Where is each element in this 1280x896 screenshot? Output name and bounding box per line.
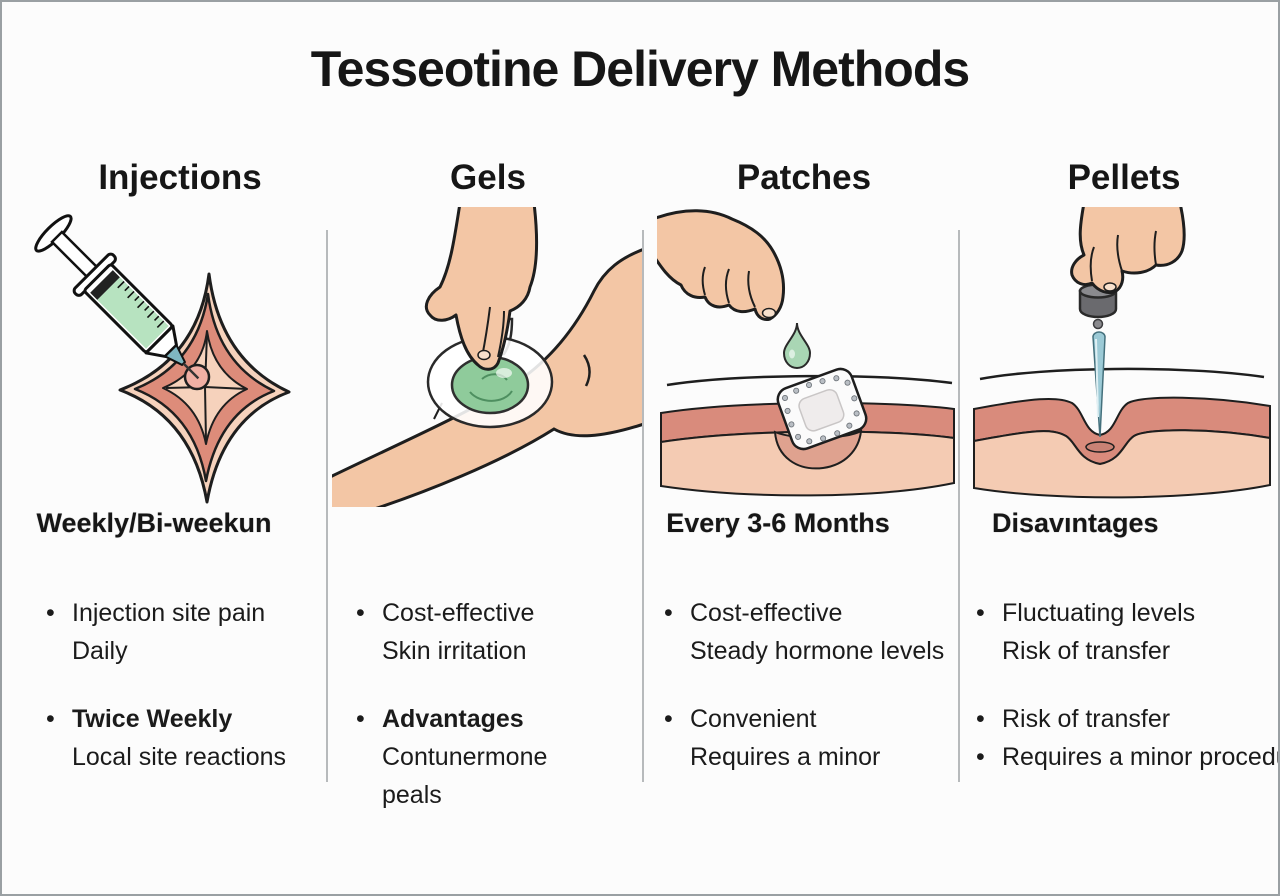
page-title: Tesseotine Delivery Methods [310, 41, 970, 97]
inserter-needle [1092, 331, 1106, 438]
gel-application-illustration [332, 207, 642, 507]
hand [424, 207, 539, 371]
skin-cross-section [973, 367, 1271, 499]
pellet [1092, 318, 1104, 330]
bullet-text: Twice Weekly [72, 705, 233, 733]
bullet-text: Skin irritation [382, 637, 527, 665]
bullet-text: Cost-effective [382, 599, 535, 627]
gel-application-illustration-svg [332, 207, 642, 507]
bullet-item: • Cost-effective Skin irritation [356, 594, 652, 670]
muscle-cross-section [118, 272, 291, 504]
bullet-list: • Cost-effective Steady hormone levels •… [664, 594, 968, 806]
bullet-dot: • [356, 705, 365, 733]
bullet-text: Cost-effective [690, 599, 843, 627]
patch [776, 367, 868, 451]
bullet-item: • Risk of transfer [976, 700, 1278, 738]
column-header-gels: Gels [450, 158, 526, 197]
syringe-into-muscle-illustration-svg [34, 214, 291, 504]
bullet-text: Steady hormone levels [690, 637, 945, 665]
bullet-dot: • [976, 599, 985, 627]
fingernail [1103, 282, 1117, 292]
bullet-item: • Injection site pain Daily [46, 594, 336, 670]
bullet-item: • Convenient Requires a minor [664, 700, 968, 776]
column-divider [642, 230, 644, 782]
bullet-item: • Fluctuating levels Risk of transfer [976, 594, 1278, 670]
bullet-item: • Cost-effective Steady hormone levels [664, 594, 968, 670]
hand [1070, 207, 1186, 295]
bullet-list: • Injection site pain Daily • Twice Week… [46, 594, 336, 806]
bullet-list: • Cost-effective Skin irritation • Advan… [356, 594, 652, 844]
bullet-item: • Twice Weekly Local site reactions [46, 700, 336, 776]
column-patches: Patches [650, 2, 958, 894]
column-pellets: Pellets [966, 2, 1278, 894]
column-header-injections: Injections [98, 158, 262, 197]
column-injections: Injections [34, 2, 326, 894]
bullet-dot: • [356, 599, 365, 627]
bullet-dot: • [664, 599, 673, 627]
patch-illustration-svg [657, 209, 955, 497]
gel-blob [450, 355, 530, 415]
bullet-list: • Fluctuating levels Risk of transfer • … [976, 594, 1278, 806]
column-header-patches: Patches [736, 158, 872, 197]
column-subheading: Every 3-6 Months [666, 508, 890, 538]
bullet-text: Advantages [382, 705, 524, 733]
column-divider [326, 230, 328, 782]
column-subheading: Disavıntages [992, 508, 1159, 538]
fingernail [477, 349, 491, 361]
bullet-text: Local site reactions [72, 743, 287, 771]
fingernail [761, 307, 777, 319]
patch-illustration [657, 207, 957, 507]
column-subheading: Weekly/Bi-weekun [36, 508, 272, 538]
column-header-pellets: Pellets [1067, 158, 1181, 197]
column-gels: Gels [332, 2, 642, 894]
bullet-text: Requires a minor [690, 743, 881, 771]
syringe-into-muscle-illustration [34, 212, 326, 504]
bullet-text: Contunermone [382, 743, 548, 771]
bullet-text: Requires a minor procedure [1002, 743, 1278, 771]
bullet-text: Convenient [690, 705, 817, 733]
bullet-item: • Advantages Contunermone peals [356, 700, 652, 814]
bullet-dot: • [664, 705, 673, 733]
gel-droplet [782, 322, 812, 370]
bullet-dot: • [976, 705, 985, 733]
bullet-dot: • [976, 743, 985, 771]
bullet-text: Daily [72, 637, 128, 665]
column-divider [958, 230, 960, 782]
bullet-text: Injection site pain [72, 599, 266, 627]
pellet-insertion-illustration [972, 207, 1272, 507]
bullet-item: • Requires a minor procedure [976, 738, 1278, 776]
bullet-text: Risk of transfer [1002, 705, 1171, 733]
syringe-icon [34, 214, 200, 380]
bullet-text: Fluctuating levels [1002, 599, 1196, 627]
hand [657, 209, 785, 321]
pellet-insertion-illustration-svg [973, 207, 1271, 499]
bullet-dot: • [46, 599, 55, 627]
bullet-dot: • [46, 705, 55, 733]
bullet-text: peals [382, 781, 442, 809]
skin-cross-section [660, 374, 955, 497]
bullet-text: Risk of transfer [1002, 637, 1171, 665]
